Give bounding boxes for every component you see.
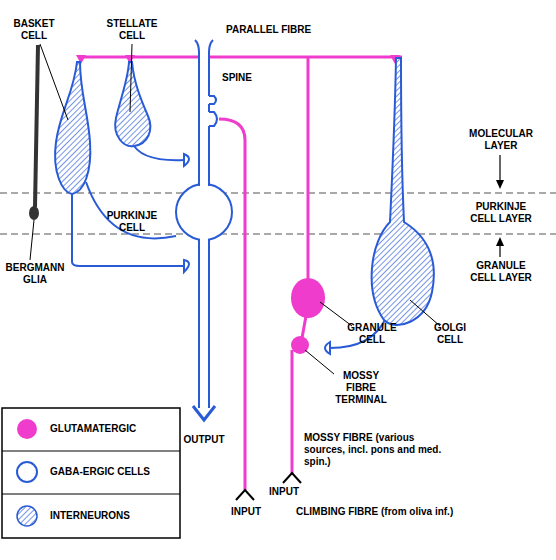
basket-cell (55, 62, 90, 194)
synapse-terminal (325, 342, 330, 354)
basket-cell-axon (72, 192, 184, 266)
input-chevron (236, 490, 254, 500)
output-arrowhead (193, 406, 215, 420)
leader-line (130, 44, 132, 112)
part-label: INPUT (266, 486, 302, 498)
part-label: MOSSY FIBRE TERMINAL (330, 370, 392, 406)
part-label: BERGMANN GLIA (2, 262, 68, 286)
dendritic-spine (209, 96, 216, 104)
part-label: BASKET CELL (4, 18, 64, 42)
synapse-terminal (184, 260, 189, 272)
legend-divider (2, 494, 180, 495)
layer-arrow (499, 155, 500, 182)
part-label: GRANULE CELL (344, 322, 400, 346)
leader-line (40, 44, 68, 120)
part-label: MOLECULAR LAYER (466, 128, 536, 152)
granule-axon (307, 57, 310, 280)
part-label: CLIMBING FIBRE (from oliva inf.) (296, 506, 496, 518)
bergmann-glia-body (29, 206, 39, 220)
part-label: GRANULE CELL LAYER (466, 260, 536, 284)
mossy-fibre (291, 350, 294, 475)
synapse-terminal (184, 154, 189, 166)
legend-swatch (17, 419, 37, 439)
layer-boundary (0, 233, 556, 234)
part-label: GOLGI CELL (428, 322, 472, 346)
purkinje-dendrite-fill (200, 48, 208, 198)
input-chevron (283, 473, 301, 483)
part-label: PURKINJE CELL LAYER (466, 201, 536, 225)
layer-boundary (0, 192, 556, 193)
leader-line (305, 350, 334, 374)
bergmann-glia-fibre (35, 45, 38, 207)
granule-cell (291, 278, 325, 318)
purkinje-axon-fill (200, 236, 208, 408)
legend-text: GABA-ERGIC CELLS (50, 466, 178, 478)
stellate-cell (115, 62, 150, 146)
layer-arrowhead (496, 237, 504, 246)
golgi-cell (372, 58, 434, 325)
part-label: PURKINJE CELL (104, 210, 160, 234)
legend-text: INTERNEURONS (50, 510, 178, 522)
dendritic-spine (209, 112, 217, 126)
legend-divider (2, 451, 180, 452)
part-label: SPINE (222, 72, 272, 84)
basket-cell-axon (86, 182, 176, 238)
layer-arrowhead (496, 180, 504, 189)
leader-line (30, 220, 34, 260)
part-label: OUTPUT (176, 434, 232, 446)
legend-frame (2, 408, 180, 538)
leader-line (320, 302, 352, 326)
part-label: PARALLEL FIBRE (226, 24, 336, 36)
legend-sample-outline (17, 462, 37, 482)
part-label: INPUT (228, 506, 264, 518)
granule-dendrite (302, 316, 306, 338)
part-label: MOSSY FIBRE (various sources, incl. pons… (304, 432, 454, 468)
legend-text: GLUTAMATERGIC (50, 423, 178, 435)
legend-sample-hatched (17, 506, 37, 526)
part-label: STELLATE CELL (100, 18, 164, 42)
purkinje-axon (199, 239, 209, 408)
